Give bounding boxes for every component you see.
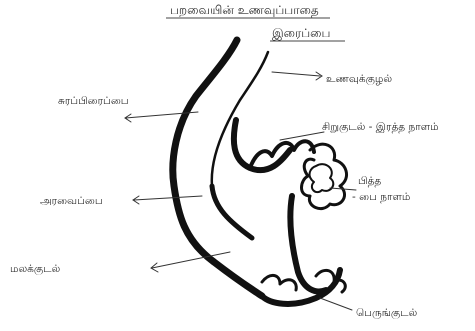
label-esophagus: உணவுக்குழல்: [326, 73, 392, 87]
duodenal-folds: [250, 141, 347, 208]
arrow-gizzard: [134, 196, 202, 200]
label-glandular-stomach: சுரப்பிரைப்பை: [58, 95, 129, 107]
label-caecum: பெருங்குடல்: [356, 307, 418, 321]
arrow-esophagus: [272, 72, 320, 76]
diagram-title-line2: இரைப்பை: [272, 26, 330, 41]
label-pancreas-line2: - பை நாளம்: [352, 191, 411, 203]
arrow-caecum: [320, 298, 352, 310]
arrow-duodenum-intestine: [280, 132, 324, 140]
label-gizzard: அரவைப்பை: [40, 195, 103, 207]
label-rectum: மலக்குடல்: [10, 263, 61, 277]
label-intestine-upper: சிறுகுடல் - இரத்த நாளம்: [322, 121, 439, 135]
label-pancreas-line1: பித்த: [358, 175, 381, 187]
diagram-title-line1: பறவையின் உணவுப்பாதை: [170, 3, 319, 17]
digestive-tube: [173, 40, 340, 304]
